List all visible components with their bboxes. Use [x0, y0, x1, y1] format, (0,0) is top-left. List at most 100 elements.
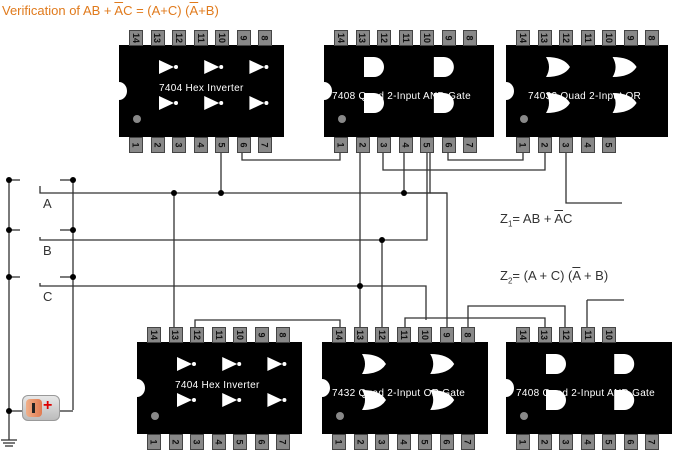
pin-bottom-4[interactable]: 4: [398, 137, 413, 153]
pin-top-11[interactable]: 11: [211, 327, 226, 343]
pin1-marker: [520, 412, 528, 420]
ic-top-7408: 7408 Quad 2-Input AND Gate: [316, 45, 494, 137]
pin-top-10[interactable]: 10: [233, 327, 247, 343]
pin-top-8[interactable]: 8: [645, 30, 659, 46]
pin-bottom-6[interactable]: 6: [439, 434, 454, 450]
pin-bottom-1[interactable]: 1: [147, 434, 161, 450]
pin-bottom-5[interactable]: 5: [418, 434, 432, 450]
pin-bottom-6[interactable]: 6: [623, 434, 638, 450]
pin-bottom-7[interactable]: 7: [276, 434, 290, 450]
pin-top-11[interactable]: 11: [396, 327, 411, 343]
chip-label: 7408 Quad 2-Input AND Gate: [516, 388, 655, 399]
pin-top-8[interactable]: 8: [461, 327, 475, 343]
or-gates: [362, 354, 455, 410]
pin-top-13[interactable]: 13: [168, 327, 183, 343]
pin-bottom-5[interactable]: 5: [233, 434, 247, 450]
or-gates: [546, 57, 637, 113]
pin-bottom-5[interactable]: 5: [602, 137, 616, 153]
pin-top-14[interactable]: 14: [516, 30, 530, 46]
pin-bottom-1[interactable]: 1: [516, 137, 530, 153]
pin-bottom-2[interactable]: 2: [537, 434, 552, 450]
pin-bottom-5[interactable]: 5: [215, 137, 229, 153]
pin-top-11[interactable]: 11: [398, 30, 413, 46]
pin-top-8[interactable]: 8: [463, 30, 477, 46]
pin-top-14[interactable]: 14: [129, 30, 143, 46]
pin-bottom-1[interactable]: 1: [516, 434, 530, 450]
pin-bottom-1[interactable]: 1: [129, 137, 143, 153]
pin-top-8[interactable]: 8: [276, 327, 290, 343]
pin-top-12[interactable]: 12: [190, 327, 204, 343]
pin1-marker: [336, 412, 344, 420]
pin-top-10[interactable]: 10: [602, 327, 616, 343]
pin-top-12[interactable]: 12: [172, 30, 186, 46]
pin-top-14[interactable]: 14: [334, 30, 348, 46]
pin-bottom-1[interactable]: 1: [334, 137, 348, 153]
chip-label: 7404 Hex Inverter: [159, 83, 244, 94]
pin-bottom-6[interactable]: 6: [441, 137, 456, 153]
ic-top-74032: 74032 Quad 2-Input OR: [498, 45, 668, 137]
pin-bottom-3[interactable]: 3: [172, 137, 186, 153]
pin-top-13[interactable]: 13: [353, 327, 368, 343]
input-label-b: B: [43, 243, 52, 258]
equation-z1: Z1= AB + AC: [500, 211, 573, 229]
pin-bottom-3[interactable]: 3: [190, 434, 204, 450]
pin-bottom-2[interactable]: 2: [168, 434, 183, 450]
pin-top-11[interactable]: 11: [580, 30, 595, 46]
pin-bottom-2[interactable]: 2: [355, 137, 370, 153]
pin1-marker: [151, 412, 159, 420]
chip-label: 74032 Quad 2-Input OR: [528, 91, 642, 102]
pin-top-10[interactable]: 10: [418, 327, 432, 343]
title-a-bar-2: A: [189, 3, 199, 18]
pin-bottom-4[interactable]: 4: [580, 137, 595, 153]
pin-bottom-3[interactable]: 3: [559, 137, 573, 153]
chip-notch: [129, 379, 145, 397]
pin-top-9[interactable]: 9: [441, 30, 456, 46]
pin-bottom-1[interactable]: 1: [332, 434, 346, 450]
pin-bottom-5[interactable]: 5: [420, 137, 434, 153]
pin-top-13[interactable]: 13: [355, 30, 370, 46]
pin-bottom-2[interactable]: 2: [353, 434, 368, 450]
pin-top-13[interactable]: 13: [537, 30, 552, 46]
pin-top-9[interactable]: 9: [623, 30, 638, 46]
pin-top-12[interactable]: 12: [375, 327, 389, 343]
pin-bottom-4[interactable]: 4: [580, 434, 595, 450]
pin-top-13[interactable]: 13: [537, 327, 552, 343]
pin-top-12[interactable]: 12: [377, 30, 391, 46]
pin-bottom-2[interactable]: 2: [537, 137, 552, 153]
ic-top-7404: 7404 Hex Inverter: [111, 45, 284, 137]
pin-top-12[interactable]: 12: [559, 30, 573, 46]
pin-bottom-5[interactable]: 5: [602, 434, 616, 450]
ic-bottom-7432: 7432 Quad 2-Input OR Gate: [314, 342, 488, 434]
pin-top-10[interactable]: 10: [602, 30, 616, 46]
pin-bottom-4[interactable]: 4: [211, 434, 226, 450]
pin-top-8[interactable]: 8: [258, 30, 272, 46]
pin-bottom-3[interactable]: 3: [377, 137, 391, 153]
pin-top-9[interactable]: 9: [236, 30, 251, 46]
pin-bottom-6[interactable]: 6: [254, 434, 269, 450]
pin-bottom-3[interactable]: 3: [559, 434, 573, 450]
diagram-title: Verification of AB + AC = (A+C) (A+B): [2, 3, 219, 18]
pin-bottom-6[interactable]: 6: [236, 137, 251, 153]
inverter-gates: [159, 60, 269, 110]
pin-bottom-2[interactable]: 2: [150, 137, 165, 153]
pin-bottom-7[interactable]: 7: [258, 137, 272, 153]
pin-bottom-3[interactable]: 3: [375, 434, 389, 450]
pin-top-11[interactable]: 11: [193, 30, 208, 46]
pin-top-11[interactable]: 11: [580, 327, 595, 343]
pin-top-14[interactable]: 14: [332, 327, 346, 343]
input-label-a: A: [43, 196, 52, 211]
pin-top-13[interactable]: 13: [150, 30, 165, 46]
pin-top-10[interactable]: 10: [215, 30, 229, 46]
battery-icon[interactable]: +: [22, 395, 60, 421]
pin-top-9[interactable]: 9: [254, 327, 269, 343]
pin-top-14[interactable]: 14: [147, 327, 161, 343]
pin-bottom-4[interactable]: 4: [396, 434, 411, 450]
pin-bottom-7[interactable]: 7: [461, 434, 475, 450]
pin-bottom-7[interactable]: 7: [645, 434, 659, 450]
pin-bottom-4[interactable]: 4: [193, 137, 208, 153]
pin-top-14[interactable]: 14: [516, 327, 530, 343]
pin-top-9[interactable]: 9: [439, 327, 454, 343]
pin-top-10[interactable]: 10: [420, 30, 434, 46]
pin-bottom-7[interactable]: 7: [463, 137, 477, 153]
pin-top-12[interactable]: 12: [559, 327, 573, 343]
